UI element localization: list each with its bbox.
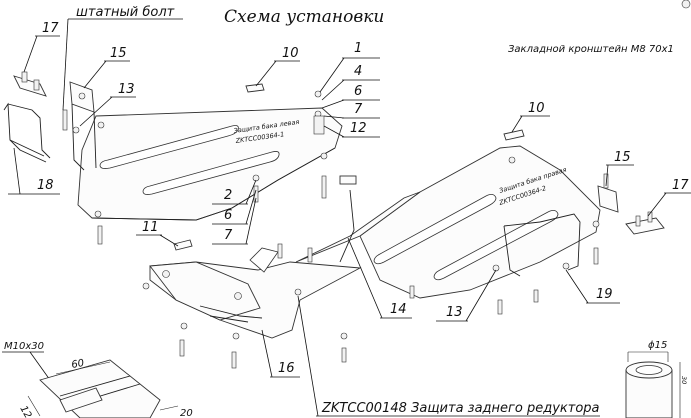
callout-10-right: 10	[528, 101, 545, 116]
callout-7: 7	[354, 102, 363, 117]
bracket-14-tab	[339, 175, 357, 185]
right-bracket-19	[503, 213, 581, 277]
callout-13-right-leader	[465, 269, 497, 322]
callout-15-right-leader	[605, 164, 609, 187]
bolt-11	[173, 239, 193, 251]
callout-14-leader	[347, 237, 383, 319]
bolt-10-right	[503, 129, 525, 141]
dim-20: 20	[180, 408, 193, 418]
bolt-label-leader	[62, 18, 69, 111]
left-bracket-17	[13, 71, 47, 97]
right-bracket-17	[625, 211, 665, 235]
callout-18-leader	[13, 147, 21, 195]
loose-bolts	[97, 90, 599, 369]
callout-16: 16	[278, 361, 295, 376]
callout-10-top-leader	[255, 60, 277, 87]
callout-7b: 7	[224, 228, 233, 243]
callout-17-left-leader	[23, 35, 38, 73]
callout-17-left: 17	[42, 21, 59, 36]
callout-18: 18	[37, 178, 54, 193]
callout-13-right: 13	[446, 305, 463, 320]
dim-30: 30	[680, 376, 688, 384]
callout-13-left-leader	[79, 96, 113, 127]
rear-diff-label-leader	[297, 295, 319, 417]
callout-1: 1	[354, 41, 362, 56]
callout-2: 2	[224, 188, 232, 203]
dim-m10: M10x30	[4, 341, 44, 352]
dim-12: 12	[17, 404, 33, 418]
corner-marker	[681, 0, 691, 9]
washer-13-left	[72, 126, 80, 134]
callout-6b: 6	[224, 208, 232, 223]
right-bracket-15	[597, 173, 619, 213]
detail-bracket: M10x30 60 12 20	[2, 341, 193, 418]
left-bracket-15	[69, 81, 97, 171]
callout-4: 4	[354, 64, 362, 79]
dim-phi15: ϕ15	[648, 340, 667, 351]
callout-13-left: 13	[118, 82, 135, 97]
callout-15-right: 15	[614, 150, 631, 165]
detail-tube: ϕ15 30	[625, 340, 688, 418]
bolt-label: штатный болт	[76, 5, 175, 20]
callout-11-leader	[159, 234, 179, 247]
callout-19-leader	[565, 269, 589, 304]
callout-11: 11	[142, 220, 159, 235]
callout-14: 14	[390, 302, 407, 317]
callout-10-top: 10	[282, 46, 299, 61]
bolt-10-top	[245, 83, 265, 93]
callout-16-leader	[261, 329, 273, 378]
callout-stack-top: 1 4 6 7 12	[319, 41, 380, 138]
dim-60: 60	[71, 358, 85, 371]
callout-15-left: 15	[110, 46, 127, 61]
rear-diff-guard	[149, 247, 362, 339]
callout-12: 12	[350, 121, 367, 136]
callout-17-right: 17	[672, 178, 689, 193]
right-tank-plate: Защита бака правая ZKTCC00364-2	[359, 145, 601, 299]
bracket-14	[339, 189, 355, 263]
callout-17-right-leader	[647, 192, 667, 217]
callout-19: 19	[596, 287, 613, 302]
left-bracket-18	[3, 102, 51, 163]
left-tank-plate: Защита бака левая ZKTCC00364-1	[77, 107, 343, 221]
rear-diff-label: ZKTCC00148 Защита заднего редуктора	[321, 401, 600, 416]
callout-stack-mid: 2 6 7	[212, 179, 257, 245]
bracket-label: Закладной кронштейн М8 70х1	[508, 44, 674, 55]
callout-10-right-leader	[511, 115, 523, 133]
diagram-title: Схема установки	[224, 7, 384, 27]
standard-bolt	[62, 109, 68, 131]
callout-6: 6	[354, 84, 362, 99]
callout-15-left-leader	[83, 60, 107, 89]
